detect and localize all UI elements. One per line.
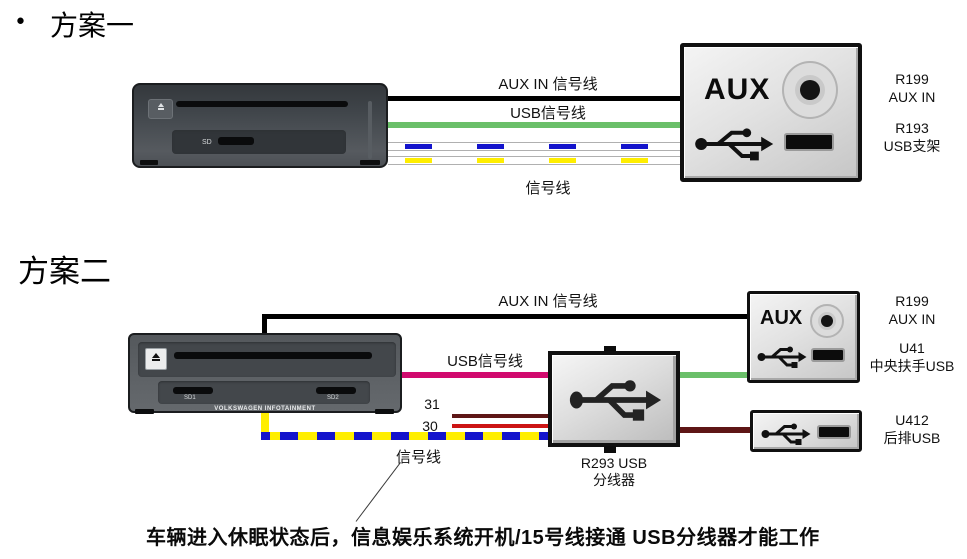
unit2-slot-bay [138, 342, 396, 377]
sd1-label: SD1 [184, 395, 196, 401]
sd1-slot [173, 387, 213, 394]
wire-aux-in-1 [388, 96, 680, 101]
aux-jack-icon [810, 304, 844, 338]
wire-hub-to-aux-panel [680, 372, 747, 378]
sd-label: SD [202, 139, 212, 146]
wire-label-aux-2: AUX IN 信号线 [498, 293, 598, 310]
usb-trident-icon [761, 423, 811, 445]
usb-trident-icon [695, 128, 774, 161]
usb-trident-icon [757, 346, 807, 368]
wire-label-signal-1: 信号线 [525, 180, 571, 197]
scheme1-bullet: • [14, 10, 27, 35]
hub-top-tab [604, 346, 616, 352]
usb-port-1 [786, 135, 832, 149]
aux-port-label: AUX [760, 307, 803, 329]
eject-button-icon [145, 348, 167, 370]
eject-triangle-icon [157, 103, 164, 107]
usb-port-2 [813, 350, 843, 360]
wire-label-signal-2: 信号线 [396, 449, 442, 466]
rear-usb-panel [750, 410, 862, 452]
sd-card-slot [218, 137, 254, 145]
wire-label-usb-1: USB信号线 [510, 105, 586, 122]
aux-usb-panel-1: AUX [680, 43, 862, 182]
hub-bottom-tab [604, 446, 616, 453]
side-label-u41: U41 中央扶手USB [869, 340, 955, 374]
wire-hub-to-rear-usb [680, 427, 750, 433]
eject-button-icon [148, 99, 173, 119]
aux-port-label: AUX [704, 73, 771, 106]
wire-pin30 [452, 424, 548, 428]
scheme2-title: 方案二 [18, 254, 111, 290]
aux-usb-panel-2: AUX [747, 291, 860, 383]
wire-label-usb-2: USB信号线 [447, 353, 523, 370]
aux-jack-icon [782, 61, 838, 119]
rear-usb-port [819, 427, 849, 437]
wire-pin31 [452, 414, 548, 418]
side-label-r199-2: R199 AUX IN [888, 293, 936, 327]
side-label-u412: U412 后排USB [883, 412, 941, 446]
sd2-slot [316, 387, 356, 394]
unit2-foot-left [135, 409, 154, 414]
wire-usb-2 [402, 372, 548, 378]
side-label-r199-1: R199 AUX IN [888, 71, 936, 105]
wire-label-aux-1: AUX IN 信号线 [498, 76, 598, 93]
wire-signal-2-corner-dash [261, 432, 270, 440]
brand-label: VOLKSWAGEN INFOTAINMENT [214, 406, 316, 412]
head-unit-2: SD1 SD2 VOLKSWAGEN INFOTAINMENT [128, 333, 402, 414]
disc-slot [174, 352, 372, 359]
usb-hub-r293 [548, 351, 680, 447]
scheme1-title: 方案一 [50, 9, 135, 42]
wire-signal-2-vertical [261, 413, 269, 434]
wire-label-31: 31 [424, 396, 440, 412]
wire-signal-yellow-1 [388, 156, 680, 165]
wire-signal-2 [261, 432, 548, 440]
side-label-r193: R193 USB支架 [883, 120, 941, 154]
usb-trident-icon [569, 380, 662, 421]
hub-label: R293 USB 分线器 [580, 455, 648, 488]
unit1-foot-left [140, 160, 158, 165]
sd2-label: SD2 [327, 395, 339, 401]
head-unit-1: SD [132, 83, 388, 168]
wire-aux-in-2 [262, 314, 747, 319]
disc-slot [176, 101, 348, 107]
unit1-sd-bay: SD [172, 130, 346, 154]
wire-usb-1 [388, 122, 680, 128]
unit1-foot-right [360, 160, 380, 165]
wire-aux-in-2-vertical [262, 316, 267, 334]
wire-signal-blue-1 [388, 142, 680, 151]
eject-triangle-icon [152, 353, 160, 358]
unit1-side-trim [368, 101, 372, 159]
unit2-foot-right [375, 409, 394, 414]
footnote: 车辆进入休眠状态后，信息娱乐系统开机/15号线接通 USB分线器才能工作 [146, 527, 820, 549]
wire-label-30: 30 [422, 418, 438, 434]
unit2-sd-bay: SD1 SD2 [158, 381, 370, 404]
annotation-line [355, 462, 401, 522]
